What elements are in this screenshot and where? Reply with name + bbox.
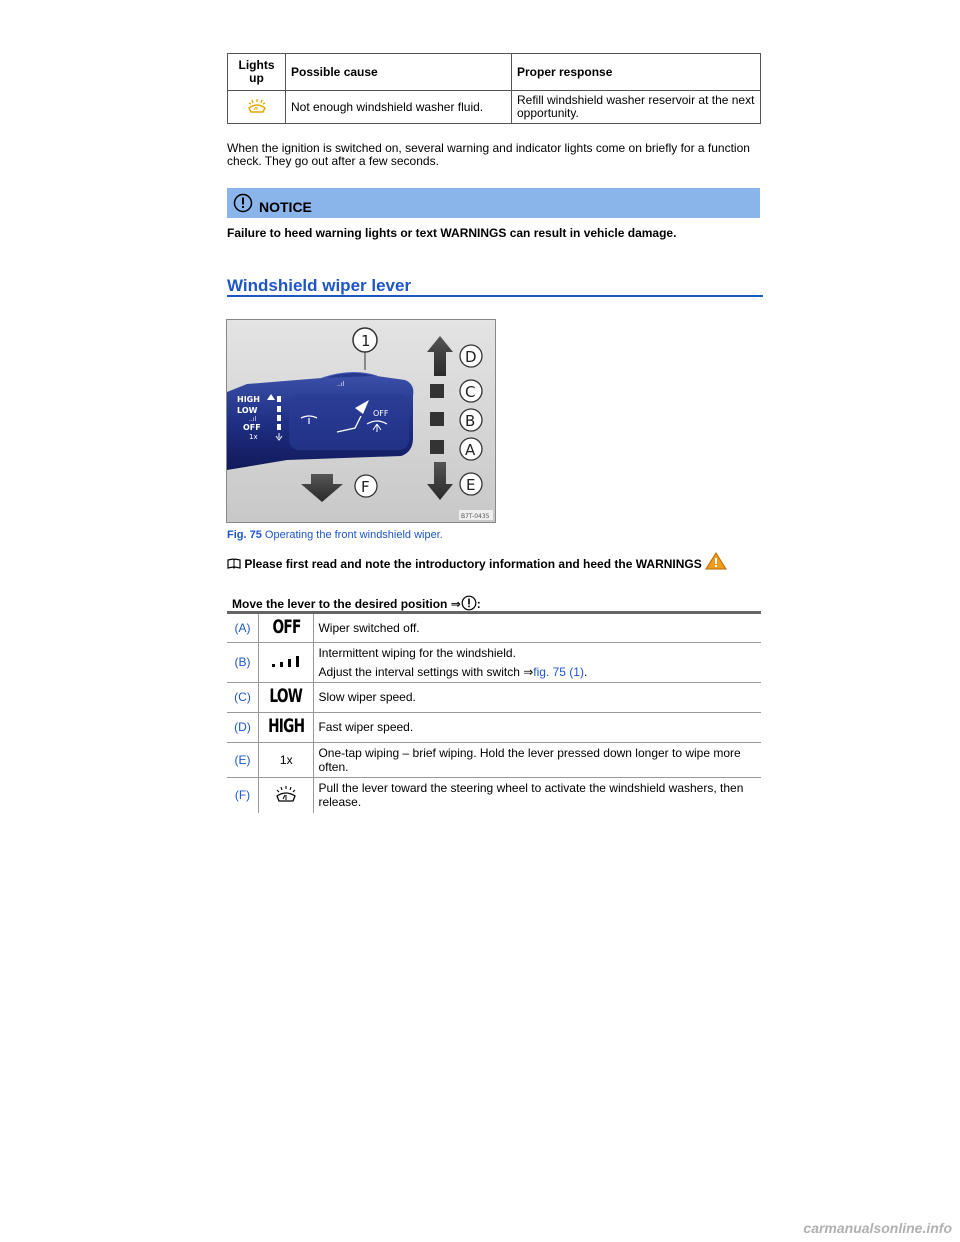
lever-label-low: LOW	[237, 406, 258, 415]
figure-link[interactable]: fig. 75 (1)	[533, 664, 584, 679]
cause-cell: Not enough windshield washer fluid.	[285, 90, 512, 124]
position-key: (D)	[227, 712, 259, 743]
lever-label-off-2: OFF	[373, 409, 389, 418]
position-desc: Wiper switched off.	[313, 614, 761, 643]
position-desc: One-tap wiping – brief wiping. Hold the …	[313, 742, 761, 778]
svg-text:..ıl: ..ıl	[249, 416, 256, 423]
high-symbol: HIGH	[268, 715, 305, 737]
col-header-possible-cause: Possible cause	[285, 53, 512, 91]
position-key: (E)	[227, 742, 259, 778]
intro-paragraph: When the ignition is switched on, severa…	[227, 141, 750, 168]
washer-icon	[276, 785, 297, 802]
one-x-symbol: 1x	[279, 752, 293, 767]
callout-C: C	[465, 383, 475, 401]
section-title: Windshield wiper lever	[227, 276, 412, 295]
figure-caption-text: Operating the front windshield wiper.	[264, 529, 443, 541]
position-desc: Intermittent wiping for the windshield.	[318, 645, 516, 660]
position-key: (B)	[227, 642, 259, 683]
notice-label: NOTICE	[259, 199, 312, 215]
figure-code: B7T-0435	[461, 513, 490, 520]
svg-text:..ıl: ..ıl	[337, 381, 344, 388]
warning-lights-table: Lights up Possible cause Proper response…	[227, 53, 761, 124]
callout-A: A	[465, 441, 476, 459]
callout-F: F	[361, 478, 370, 496]
read-note: Please first read and note the introduct…	[227, 552, 727, 571]
figure-caption: Fig. 75 Operating the front windshield w…	[227, 529, 443, 541]
notice-bar	[227, 188, 760, 218]
col-header-lights-up: Lights up	[227, 53, 286, 91]
callout-D: D	[465, 348, 477, 366]
move-instruction: Move the lever to the desired position ⇒…	[232, 595, 481, 611]
wiper-lever-figure: HIGH LOW ..ıl OFF 1x OFF ..ıl 1	[226, 319, 496, 523]
interval-icon	[272, 655, 300, 667]
position-key: (C)	[227, 682, 259, 713]
positions-table: (A) OFF Wiper switched off. (B) Intermit…	[227, 614, 761, 813]
table-row: (E) 1x One-tap wiping – brief wiping. Ho…	[227, 742, 761, 778]
figure-caption-label: Fig. 75	[227, 529, 262, 541]
move-divider	[227, 611, 761, 614]
lever-label-high: HIGH	[237, 395, 260, 404]
position-desc: Pull the lever toward the steering wheel…	[318, 781, 744, 810]
table-row: Not enough windshield washer fluid. Refi…	[227, 90, 761, 124]
book-icon	[227, 558, 241, 569]
washer-fluid-icon	[247, 98, 266, 113]
response-cell: Refill windshield washer reservoir at th…	[511, 90, 761, 124]
off-symbol: OFF	[272, 615, 301, 638]
warning-triangle-icon	[705, 552, 727, 570]
notice-text: Failure to heed warning lights or text W…	[227, 226, 677, 240]
callout-1: 1	[361, 332, 371, 350]
read-note-text: Please first read and note the introduct…	[244, 557, 702, 571]
position-desc: Slow wiper speed.	[313, 682, 761, 713]
callout-B: B	[465, 412, 475, 430]
section-divider	[227, 295, 763, 297]
col-header-proper-response: Proper response	[511, 53, 761, 91]
position-desc: Fast wiper speed.	[313, 712, 761, 743]
position-desc-2: Adjust the interval settings with switch…	[318, 664, 534, 679]
notice-link-icon[interactable]	[461, 595, 477, 611]
notice-exclamation-icon	[233, 193, 253, 213]
position-key: (A)	[227, 614, 259, 643]
table-row: (D) HIGH Fast wiper speed.	[227, 712, 761, 743]
table-row: (C) LOW Slow wiper speed.	[227, 682, 761, 713]
watermark: carmanualsonline.info	[803, 1220, 952, 1236]
position-key: (F)	[227, 777, 259, 813]
lever-label-1x: 1x	[249, 433, 258, 441]
table-row: (B) Intermittent wiping for the windshie…	[227, 642, 761, 683]
table-row: (F) Pull the lever toward the steering w…	[227, 777, 761, 813]
callout-E: E	[466, 476, 475, 494]
low-symbol: LOW	[269, 685, 304, 707]
lever-label-off: OFF	[243, 423, 261, 432]
table-row: (A) OFF Wiper switched off.	[227, 614, 761, 643]
wiper-lever-illustration: HIGH LOW ..ıl OFF 1x OFF ..ıl 1	[227, 320, 495, 522]
